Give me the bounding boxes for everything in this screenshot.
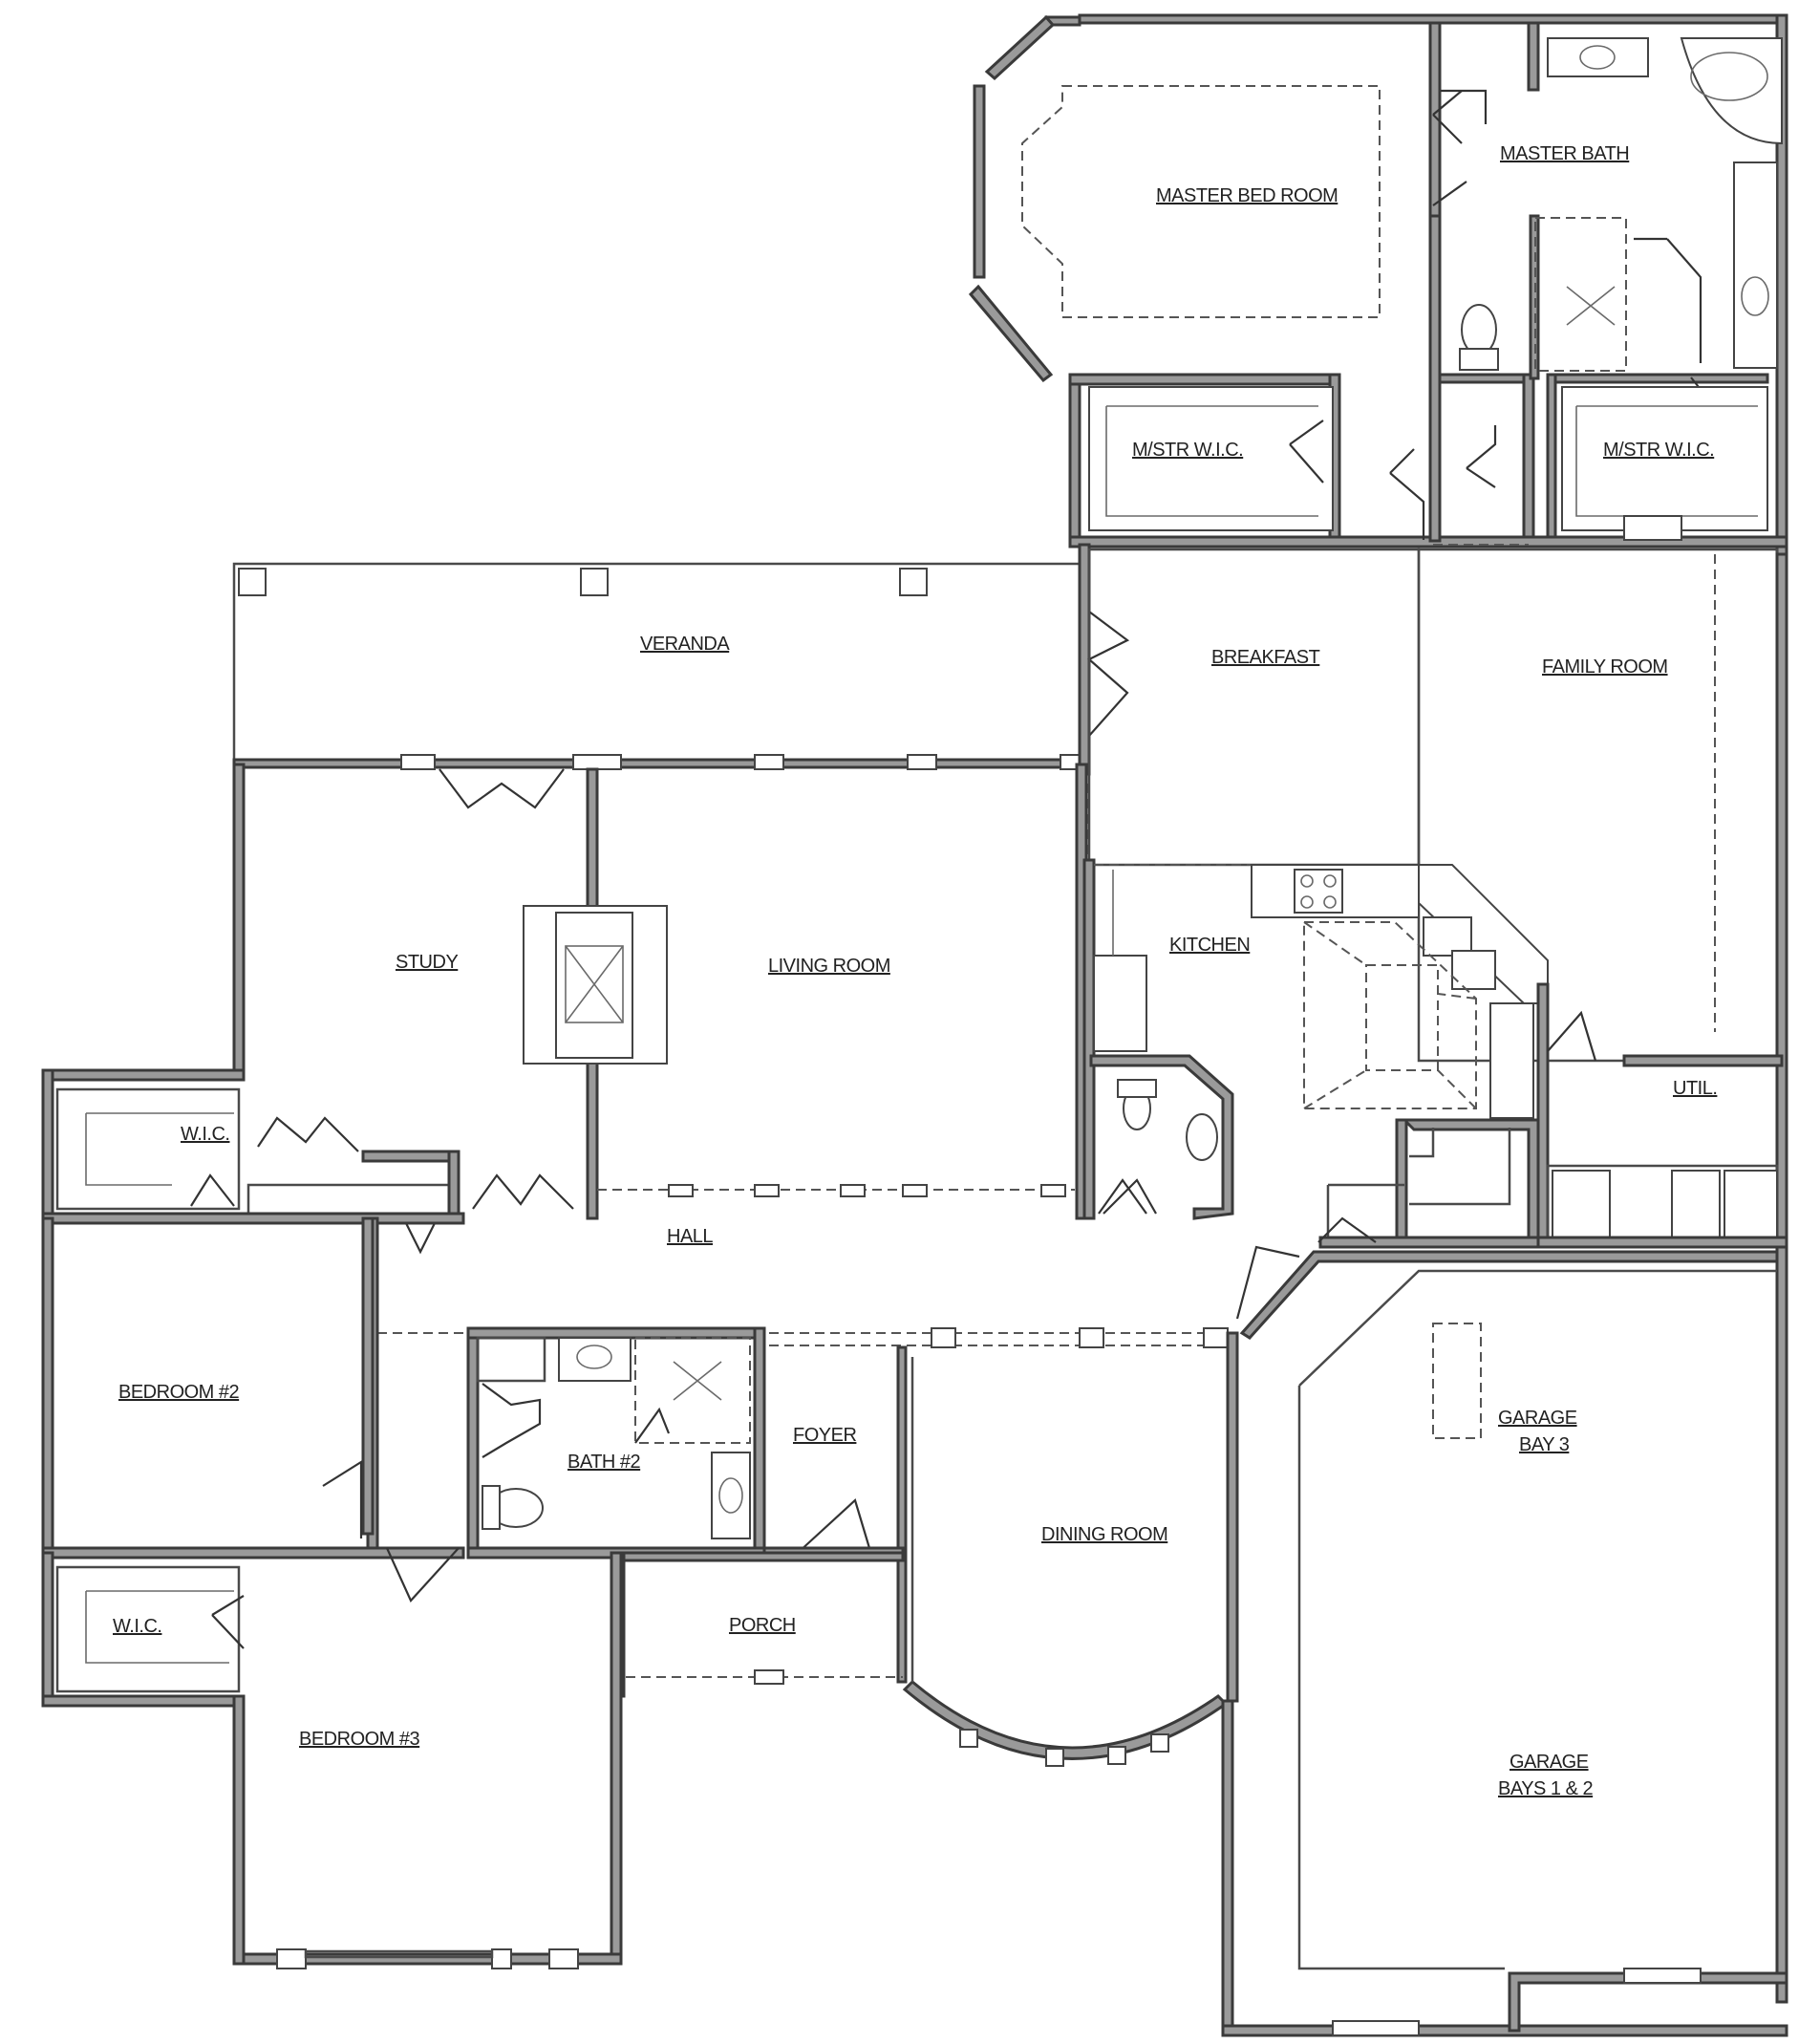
label-study: STUDY: [396, 952, 458, 973]
bedroom-2: [41, 1216, 465, 1698]
garage: [1221, 1245, 1788, 2037]
label-mstr-wic-right: M/STR W.I.C.: [1603, 440, 1714, 461]
upper-wic: [41, 1068, 456, 1220]
bedroom-3: [41, 1551, 623, 1969]
kitchen: [1082, 858, 1549, 1249]
master-bed-fixtures: [1021, 37, 1783, 417]
label-wic-upper: W.I.C.: [181, 1124, 229, 1145]
label-garage-bays12-line1: GARAGE: [1510, 1752, 1589, 1773]
room-labels: MASTER BED ROOM MASTER BATH M/STR W.I.C.…: [113, 143, 1718, 1799]
study-living-walls: [232, 763, 1088, 1220]
label-bath-2: BATH #2: [567, 1452, 641, 1473]
label-mstr-wic-left: M/STR W.I.C.: [1132, 440, 1243, 461]
label-garage-bays12-line2: BAYS 1 & 2: [1498, 1778, 1594, 1799]
utility: [1536, 982, 1788, 1249]
label-family-room: FAMILY ROOM: [1542, 656, 1668, 678]
label-master-bath: MASTER BATH: [1500, 143, 1629, 164]
label-wic-lower: W.I.C.: [113, 1616, 161, 1637]
veranda: [232, 562, 1086, 770]
label-master-bedroom: MASTER BED ROOM: [1156, 185, 1338, 206]
label-living-room: LIVING ROOM: [768, 956, 890, 977]
label-foyer: FOYER: [793, 1425, 856, 1446]
label-breakfast: BREAKFAST: [1211, 647, 1320, 668]
label-bedroom-3: BEDROOM #3: [299, 1729, 420, 1750]
label-veranda: VERANDA: [640, 634, 730, 655]
label-hall: HALL: [667, 1226, 713, 1247]
master-closets: [1088, 386, 1768, 546]
bath-2: [466, 1326, 766, 1560]
label-porch: PORCH: [729, 1615, 796, 1636]
label-util: UTIL.: [1673, 1078, 1717, 1099]
foyer-dining: [762, 1245, 1300, 1767]
label-bedroom-2: BEDROOM #2: [118, 1382, 240, 1403]
label-dining-room: DINING ROOM: [1041, 1524, 1167, 1545]
label-kitchen: KITCHEN: [1169, 935, 1250, 956]
label-garage-bay3-line1: GARAGE: [1498, 1408, 1577, 1429]
label-garage-bay3-line2: BAY 3: [1519, 1434, 1570, 1455]
hall-walls: [41, 1150, 1232, 1550]
